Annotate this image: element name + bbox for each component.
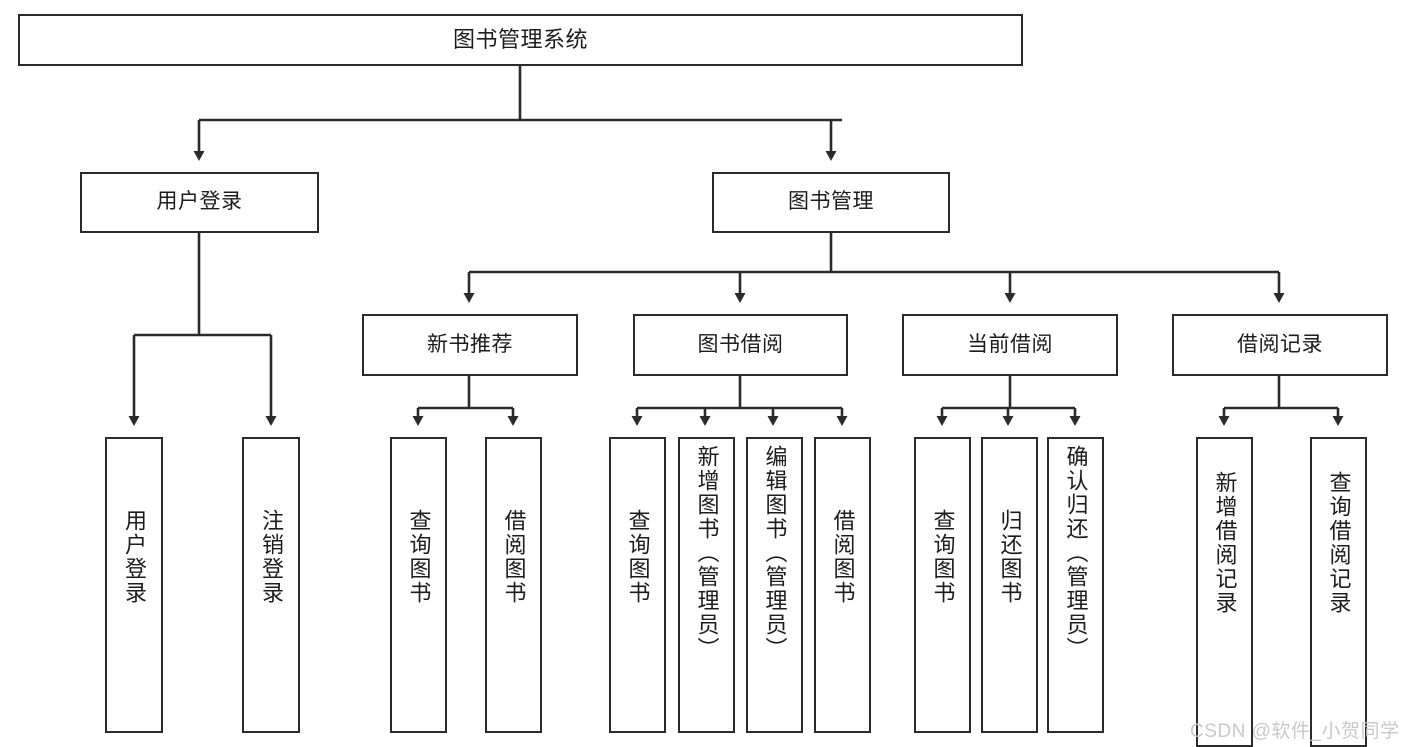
node-root-system[interactable]: 图书管理系统	[18, 14, 1023, 66]
node-label: 借阅图书	[501, 509, 527, 605]
leaf-current-query-book[interactable]: 查询图书	[914, 437, 971, 733]
leaf-borrow-borrow-book[interactable]: 借阅图书	[814, 437, 871, 733]
node-book-borrow[interactable]: 图书借阅	[633, 314, 848, 376]
node-label: 归还图书	[997, 509, 1023, 605]
node-label: 注销登录	[259, 509, 284, 605]
leaf-borrow-query-book[interactable]: 查询图书	[609, 437, 666, 733]
node-label: 编辑图书（管理员）	[762, 445, 788, 661]
leaf-borrow-edit-book-admin[interactable]: 编辑图书（管理员）	[746, 437, 803, 733]
node-user-login[interactable]: 用户登录	[80, 172, 319, 233]
node-label: 当前借阅	[967, 332, 1053, 356]
leaf-record-add-record[interactable]: 新增借阅记录	[1196, 437, 1253, 747]
node-new-book-recommend[interactable]: 新书推荐	[362, 314, 578, 376]
leaf-user-login-logout[interactable]: 注销登录	[242, 437, 300, 733]
node-label: 借阅图书	[830, 509, 856, 605]
leaf-borrow-add-book-admin[interactable]: 新增图书（管理员）	[678, 437, 735, 733]
node-label: 用户登录	[122, 509, 147, 605]
leaf-record-query-record[interactable]: 查询借阅记录	[1310, 437, 1367, 747]
node-borrow-record[interactable]: 借阅记录	[1172, 314, 1388, 376]
node-label: 新增图书（管理员）	[694, 445, 720, 661]
leaf-recommend-query-book[interactable]: 查询图书	[390, 437, 447, 733]
node-label: 用户登录	[156, 190, 243, 214]
node-label: 新增借阅记录	[1212, 471, 1238, 615]
node-label: 查询图书	[406, 509, 432, 605]
node-label: 图书管理	[788, 190, 874, 214]
node-label: 图书管理系统	[452, 27, 588, 53]
node-label: 借阅记录	[1237, 332, 1323, 356]
leaf-current-return-book[interactable]: 归还图书	[981, 437, 1038, 733]
node-current-borrow[interactable]: 当前借阅	[902, 314, 1118, 376]
node-label: 确认归还（管理员）	[1063, 445, 1089, 661]
leaf-current-confirm-return-admin[interactable]: 确认归还（管理员）	[1047, 437, 1104, 733]
csdn-watermark: CSDN @软件_小贺同学	[1190, 721, 1400, 742]
node-label: 图书借阅	[697, 332, 784, 356]
node-label: 查询图书	[625, 509, 651, 605]
node-book-management[interactable]: 图书管理	[712, 172, 950, 233]
node-label: 查询图书	[930, 509, 956, 605]
leaf-user-login-login[interactable]: 用户登录	[105, 437, 163, 733]
node-label: 新书推荐	[427, 332, 513, 356]
node-label: 查询借阅记录	[1326, 471, 1352, 615]
leaf-recommend-borrow-book[interactable]: 借阅图书	[485, 437, 542, 733]
